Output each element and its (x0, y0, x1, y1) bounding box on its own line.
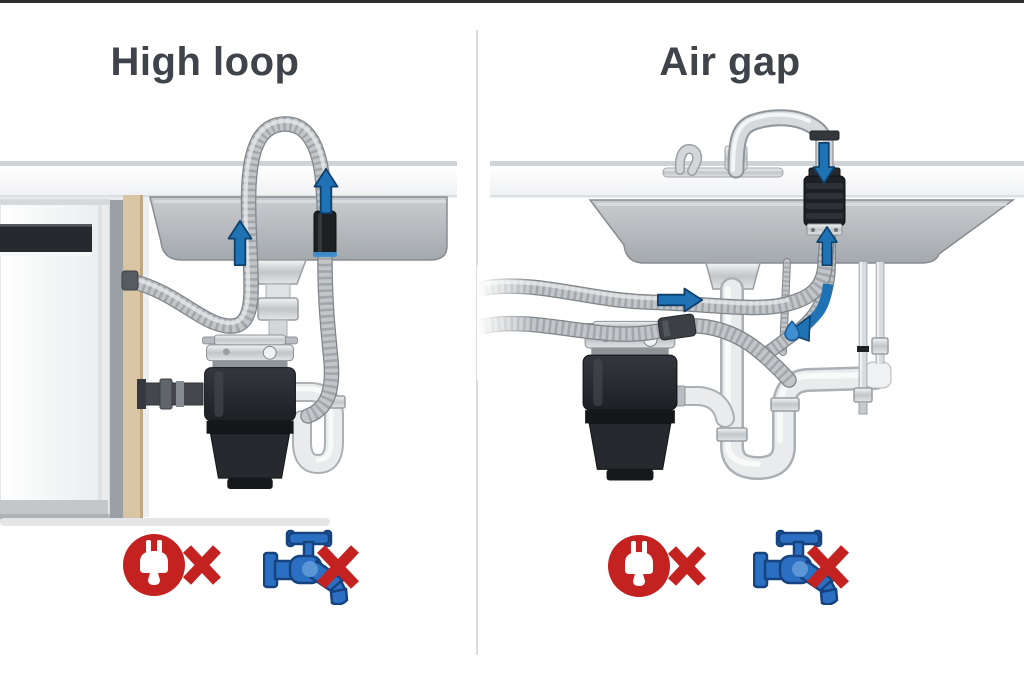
supply-coupling (871, 337, 889, 355)
disposal-discharge-elbow (667, 385, 735, 428)
hose-coupling-sleeve (657, 313, 697, 341)
water-tap-crossed-icon (264, 531, 355, 604)
high-loop-title: High loop (110, 40, 300, 84)
countertop (490, 161, 1024, 198)
sink-basin (149, 196, 448, 261)
dishwasher (0, 199, 112, 522)
compression-valve (853, 387, 873, 403)
air-gap-diagram (477, 109, 1024, 683)
hose-fade (477, 265, 535, 380)
water-drop-icon (784, 320, 800, 342)
tailpiece-coupling (716, 427, 748, 442)
power-plug-crossed-icon (608, 535, 702, 597)
sink-basin (588, 199, 1016, 264)
supply-pipe-ring (857, 346, 869, 352)
hose-wall-connector (121, 270, 139, 291)
dishwasher-control-slot (0, 224, 92, 252)
image-top-border (0, 0, 1024, 3)
power-plug-crossed-icon (123, 534, 217, 596)
disposal-discharge-pipe (137, 378, 204, 410)
hose-coupling-sleeve (313, 210, 337, 257)
water-supply-lines (853, 262, 889, 415)
high-loop-panel: High loop (0, 0, 476, 683)
water-tap-crossed-icon (754, 531, 845, 604)
trap-coupling (770, 397, 800, 412)
high-loop-diagram (0, 116, 457, 683)
countertop (0, 161, 457, 203)
air-gap-panel: Air gap (477, 0, 1024, 683)
garbage-disposal (580, 320, 680, 482)
garbage-disposal (202, 334, 298, 490)
air-gap-title: Air gap (659, 40, 801, 84)
drain-hose-lower (477, 313, 797, 388)
dishwasher-kick-plate (0, 500, 108, 518)
